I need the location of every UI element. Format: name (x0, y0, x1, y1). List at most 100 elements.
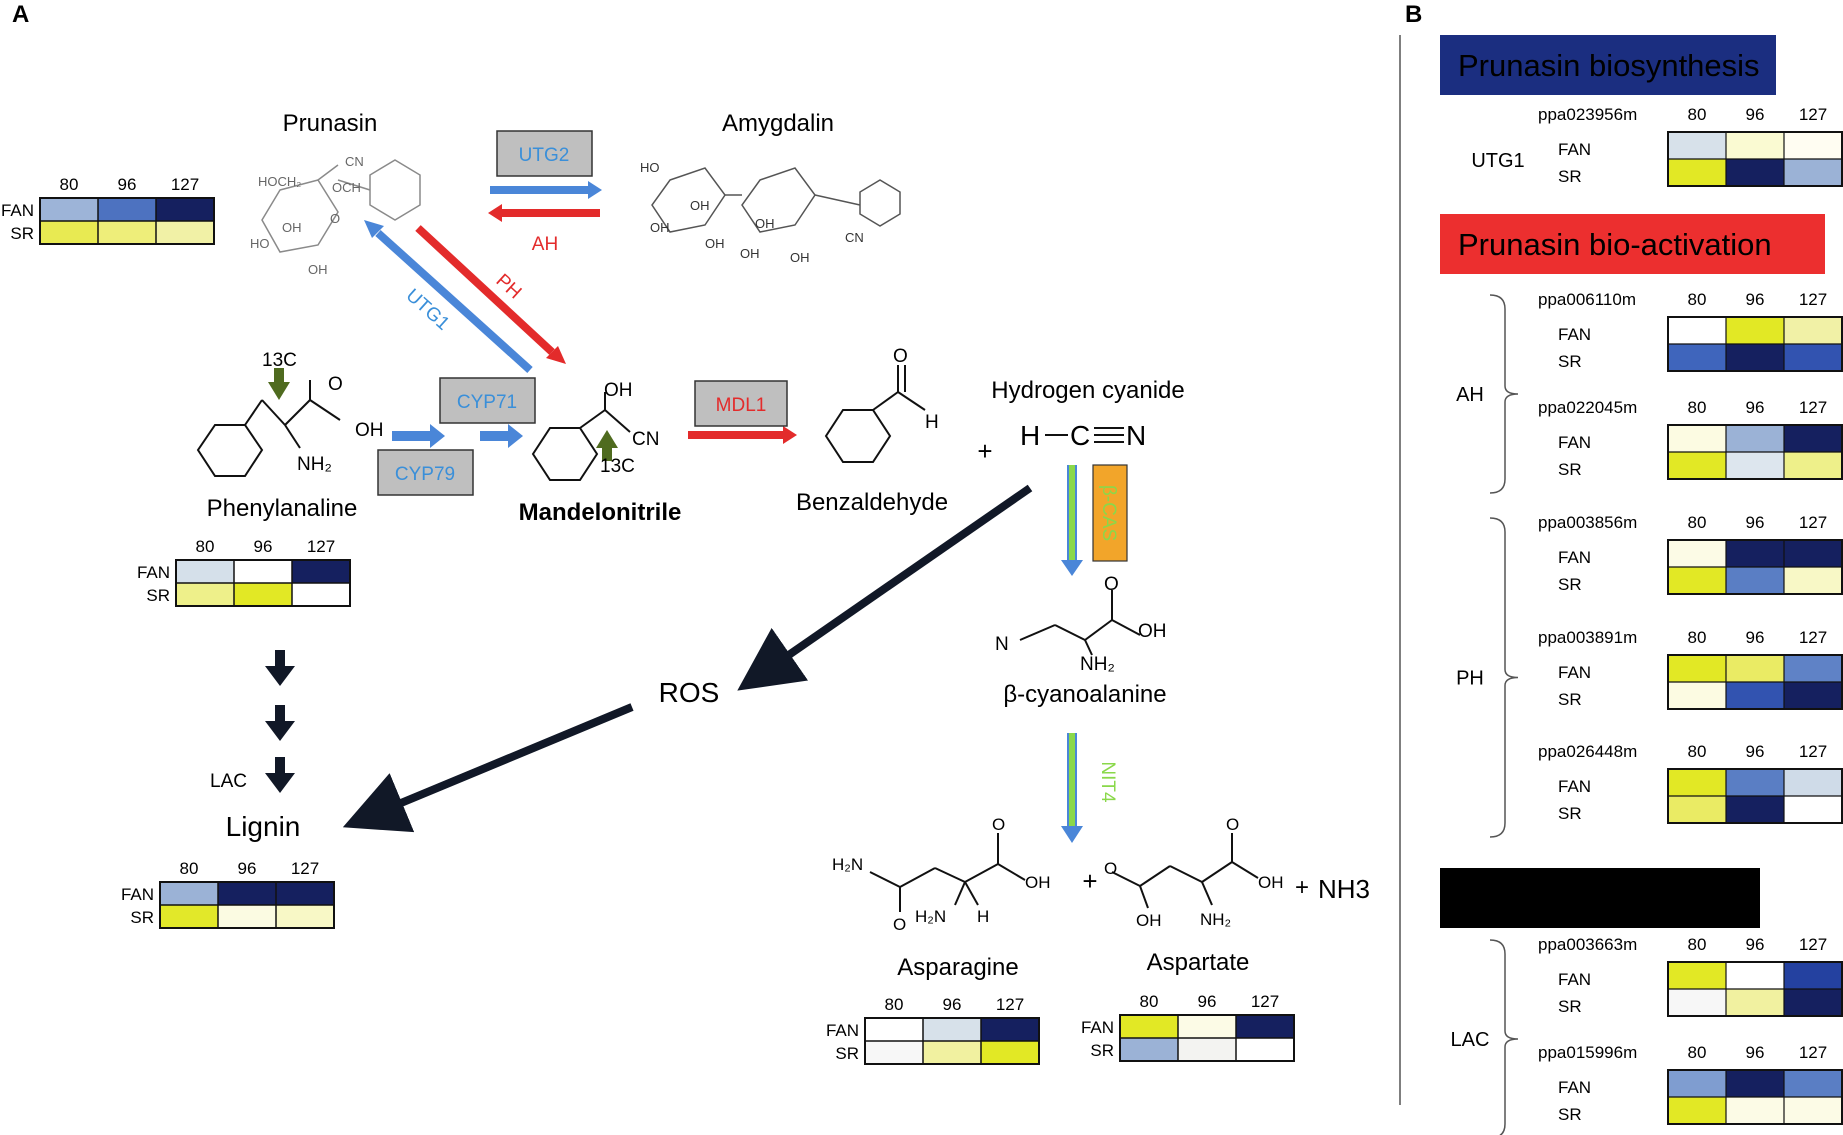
heatmap-row-label: FAN (1558, 663, 1591, 682)
nh3-text: NH3 (1318, 874, 1370, 904)
heatmap-cell (1668, 796, 1726, 823)
heatmap-cell (1784, 1097, 1842, 1124)
heatmap-row-label: FAN (1558, 548, 1591, 567)
heatmap-col-label: 80 (1688, 628, 1707, 647)
heatmap-cell (40, 221, 98, 244)
benz-o-atom: O (893, 346, 908, 367)
asparagine-structure (869, 833, 1026, 912)
phe-oh-atom: OH (355, 420, 384, 441)
section-title: Prunasin bio-activation (1458, 227, 1772, 262)
heatmap-cell (160, 905, 218, 928)
heatmap-cell (156, 221, 214, 244)
13c-arrow-man-stem (602, 447, 612, 461)
gene-id: ppa003891m (1538, 628, 1637, 647)
heatmap-cell (1726, 540, 1784, 567)
svg-text:OH: OH (282, 220, 302, 235)
asp-o-atom-1: O (1104, 859, 1117, 878)
heatmap-cell (176, 560, 234, 583)
cyp79-arrow (392, 424, 445, 448)
heatmap-cell (1726, 962, 1784, 989)
heatmap-cell (1668, 317, 1726, 344)
svg-text:CN: CN (345, 154, 364, 169)
heatmap-cell (276, 905, 334, 928)
svg-text:O: O (330, 211, 340, 226)
svg-text:HOCH₂: HOCH₂ (258, 174, 301, 189)
heatmap-row-label: FAN (1558, 433, 1591, 452)
heatmap-col-label: 127 (1799, 290, 1827, 309)
bcas-label: β-CAS (1098, 485, 1119, 541)
heatmap-row-label: SR (835, 1044, 859, 1063)
heatmap-cell (1726, 655, 1784, 682)
hcn-h-atom: H (1020, 420, 1040, 451)
group-label: PH (1456, 668, 1484, 690)
heatmap-row-label: SR (1558, 575, 1582, 594)
cyp79-box (377, 449, 474, 496)
heatmap-col-label: 96 (1198, 992, 1217, 1011)
heatmap-col-label: 127 (1799, 742, 1827, 761)
asp-oh-atom-1: OH (1136, 911, 1162, 930)
heatmap-row-label: FAN (1558, 970, 1591, 989)
aspartate-label: Aspartate (1147, 949, 1250, 976)
heatmap-col-label: 80 (180, 859, 199, 878)
heatmap-col-label: 127 (1799, 935, 1827, 954)
benzaldehyde-label: Benzaldehyde (796, 489, 948, 516)
heatmap-col-label: 80 (1688, 398, 1707, 417)
benz-h-atom: H (925, 412, 939, 433)
heatmap-row-label: FAN (826, 1021, 859, 1040)
heatmap-cell (218, 905, 276, 928)
gene-id: ppa023956m (1538, 105, 1637, 124)
heatmap-cell (1784, 159, 1842, 186)
hcn-c-atom: C (1070, 420, 1090, 451)
cyp71-arrow (480, 424, 523, 448)
svg-text:HO: HO (250, 236, 270, 251)
heatmap-row-label: SR (1558, 352, 1582, 371)
asparagine-label: Asparagine (897, 954, 1018, 981)
cya-nh2-atom: NH₂ (1080, 654, 1115, 675)
heatmap-cell (981, 1041, 1039, 1064)
heatmap-row-label: SR (1558, 690, 1582, 709)
panel-b-label: B (1405, 1, 1422, 28)
heatmap-cell (234, 583, 292, 606)
heatmap-col-label: 96 (254, 537, 273, 556)
asp-oh-atom-2: OH (1258, 873, 1284, 892)
utg2-label: UTG2 (519, 145, 570, 166)
heatmap-row-label: FAN (1558, 325, 1591, 344)
asp-o-atom-2: O (1226, 815, 1239, 834)
heatmap-col-label: 80 (885, 995, 904, 1014)
heatmap-cell (1668, 452, 1726, 479)
heatmap-row-label: SR (1558, 1105, 1582, 1124)
13c-arrow-man (596, 430, 618, 448)
heatmap-cell (1668, 344, 1726, 371)
group-label: LAC (1451, 1029, 1490, 1051)
utg1-arrowhead (364, 220, 384, 238)
asn-o-atom-1: O (893, 915, 906, 934)
heatmap-row-label: FAN (1558, 1078, 1591, 1097)
13c-label-phe: 13C (262, 350, 297, 371)
heatmap-col-label: 96 (118, 175, 137, 194)
section-title-box (1440, 35, 1776, 95)
ph-arrow (415, 225, 555, 355)
svg-text:HO: HO (640, 160, 660, 175)
svg-text:OH: OH (650, 220, 670, 235)
section-title: Lignin biosynthesis (1458, 881, 1720, 916)
heatmap-cell (1726, 567, 1784, 594)
heatmap-cell (1668, 682, 1726, 709)
heatmap-cell (1726, 682, 1784, 709)
heatmap-cell (156, 198, 214, 221)
section-title-box (1440, 868, 1760, 928)
heatmap-row-label: SR (130, 908, 154, 927)
aspartate-structure (1111, 833, 1259, 909)
ah-arrowhead (488, 204, 502, 222)
heatmap-col-label: 96 (1746, 398, 1765, 417)
heatmap-cell (1726, 452, 1784, 479)
heatmap-cell (1726, 132, 1784, 159)
heatmap-col-label: 96 (1746, 935, 1765, 954)
heatmap-cell (923, 1018, 981, 1041)
heatmap-cell (1784, 769, 1842, 796)
phenylalanine-structure (196, 380, 341, 477)
heatmap-col-label: 80 (1688, 1043, 1707, 1062)
heatmap-cell (1726, 317, 1784, 344)
heatmap-col-label: 127 (996, 995, 1024, 1014)
mdl1-label: MDL1 (716, 395, 767, 416)
